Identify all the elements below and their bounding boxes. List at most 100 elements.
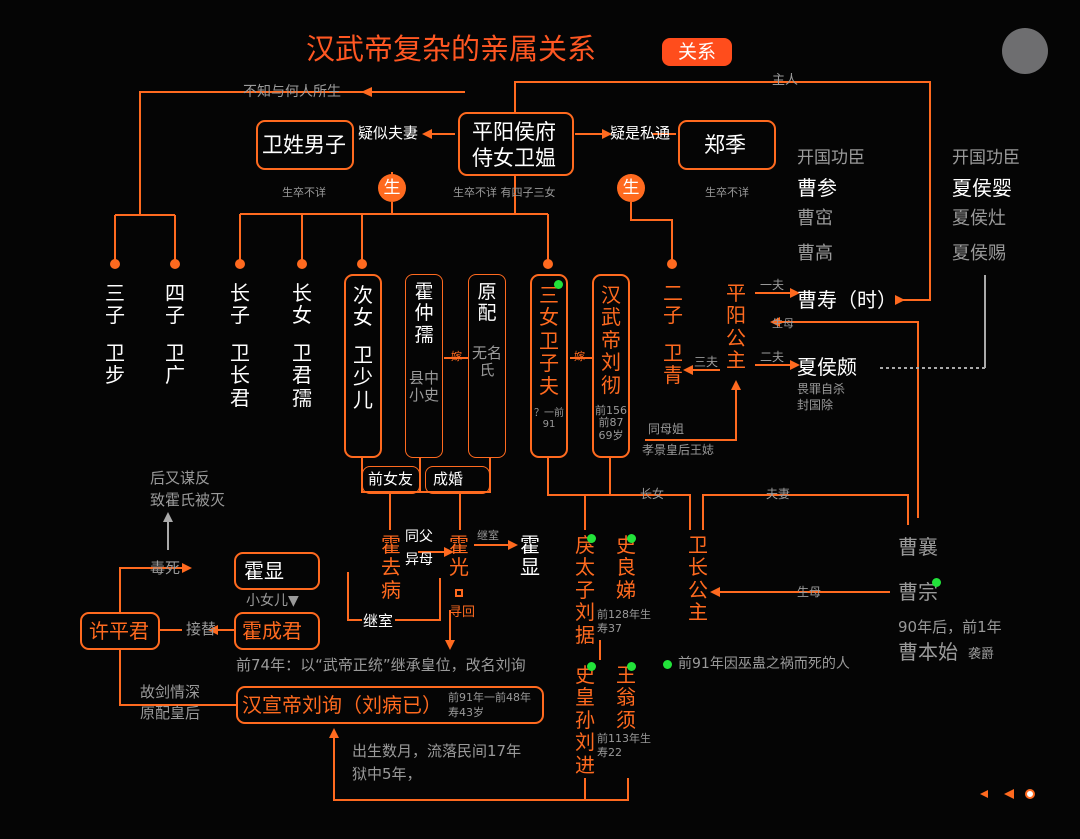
edge-master: 主人 (772, 73, 799, 88)
fourth-son-role: 四子 (165, 281, 185, 328)
founders-left-label: 开国功臣 (797, 148, 865, 168)
center-node-wei-ao[interactable] (458, 112, 574, 176)
huo-zhongru-note: 县中小史 (409, 369, 440, 404)
original-wife-note: 无名氏 (472, 344, 503, 379)
huo-guang-marker (455, 589, 463, 597)
legend-dot (587, 662, 596, 671)
born-badge-right: 生 (617, 174, 645, 202)
node-zhengji[interactable] (678, 120, 776, 170)
node-emperor-wu[interactable] (592, 274, 630, 458)
second-son-role: 二子 (663, 281, 683, 328)
third-daughter-role: 三女 (539, 283, 559, 330)
crown-prince-dates: 前128年生 寿37 (597, 608, 651, 636)
child-dot (110, 259, 120, 269)
relation-tag[interactable]: 关系 (662, 38, 732, 66)
edge-couple: 夫妻 (766, 487, 791, 501)
eldest-daughter-name: 卫君孺 (292, 341, 312, 410)
node-huo-zhongru[interactable] (405, 274, 443, 458)
edge-affair: 疑是私通 (610, 124, 671, 142)
edge-ex-girlfriend: 前女友 (368, 470, 414, 488)
xuandi-dates2: 寿43岁 (448, 706, 484, 719)
node-wei-zifu[interactable] (530, 274, 568, 458)
legend-dot (932, 578, 941, 587)
huo-zhongru-name: 霍仲孺 (414, 281, 434, 346)
founder-cao-zhu: 曹窋 (797, 208, 833, 229)
node-huo-chengjun[interactable] (234, 612, 320, 650)
child-dot (543, 259, 553, 269)
shi-liangdi: 史良娣 (616, 533, 636, 602)
legend-dot (587, 534, 596, 543)
edge-same-father: 同父 (405, 529, 433, 545)
edge-search: 寻回 (448, 605, 475, 620)
huo-xian: 霍显 (244, 559, 284, 583)
back-arrow-icon[interactable] (1004, 789, 1014, 799)
original-wife-name: 原配 (477, 281, 497, 325)
edge-married-2: 嫁 (574, 350, 585, 363)
cao-xiang: 曹襄 (898, 535, 938, 559)
legend-text: 前91年因巫蛊之祸而死的人 (678, 656, 850, 672)
eldest-daughter-role: 长女 (292, 281, 312, 328)
bottom-note-line2: 狱中5年， (352, 765, 422, 783)
record-dot-icon[interactable] (1025, 789, 1035, 799)
node-emperor-xuan[interactable] (236, 686, 544, 724)
menu-circle-button[interactable] (1002, 28, 1048, 74)
edge-first-husband: 一夫 (760, 278, 785, 292)
edge-youngest-daughter: 小女儿▼ (246, 593, 299, 609)
child-dot (235, 259, 245, 269)
ex-girlfriend-box (362, 466, 420, 494)
prev-arrow-icon[interactable] (980, 790, 988, 798)
child-dot (357, 259, 367, 269)
cao-benshi: 曹本始 (898, 640, 958, 664)
legend-dot (663, 660, 672, 669)
founder-xiahou-ci: 夏侯赐 (952, 243, 1006, 264)
marriage-box (425, 466, 490, 494)
founders-right-label: 开国功臣 (952, 148, 1020, 168)
xu-pingjun: 许平君 (89, 619, 149, 643)
emperor-wu-name: 汉武帝刘彻 (601, 283, 621, 397)
born-badge-left: 生 (378, 174, 406, 202)
child-dot (170, 259, 180, 269)
eldest-son-name: 卫长君 (230, 341, 250, 410)
legend-dot (554, 280, 563, 289)
node-wei-shaoer[interactable] (344, 274, 382, 458)
xuandi-note: 前74年：以“武帝正统”继承皇位，改名刘询 (236, 656, 526, 674)
node-xu-pingjun[interactable] (80, 612, 160, 650)
edge-eldest-daughter: 长女 (640, 487, 665, 501)
edge-third-husband: 三夫 (694, 355, 719, 369)
third-daughter-dates: ？一前91 (534, 408, 564, 431)
founder-cao-gao: 曹高 (797, 243, 833, 264)
edge-old-sword: 故剑情深 (140, 683, 201, 701)
center-line2: 侍女卫媪 (472, 146, 556, 170)
edge-poisoned: 毒死 (150, 559, 181, 577)
edge-birth-mother-2: 生母 (797, 585, 822, 599)
zhengji-note: 生卒不详 (705, 186, 749, 199)
grandson-name: 史皇孙刘进 (575, 663, 595, 777)
node-huo-xian[interactable] (234, 552, 320, 590)
huo-guang: 霍光 (449, 533, 469, 580)
princess-wei: 卫长公主 (688, 533, 708, 625)
diagram-title: 汉武帝复杂的亲属关系 (306, 32, 597, 66)
third-daughter-name: 卫子夫 (539, 329, 559, 398)
grandson-dates: 前113年生 寿22 (597, 732, 651, 760)
node-wei-man[interactable] (256, 120, 354, 170)
pingyang-name: 平阳公主 (726, 281, 746, 373)
emperor-wu-dates: 前156 前87 69岁 (595, 404, 627, 442)
crown-prince-name: 戾太子刘据 (575, 533, 595, 647)
center-note: 生卒不详 有四子三女 (453, 186, 556, 199)
edge-replaced: 接替 (186, 620, 217, 638)
eldest-son-role: 长子 (230, 281, 250, 328)
founder-cao-can: 曹参 (797, 176, 837, 200)
legend-dot (627, 662, 636, 671)
second-son-name: 卫青 (663, 341, 683, 388)
edge-marriage: 成婚 (433, 470, 464, 488)
second-daughter-role: 次女 (353, 283, 373, 330)
cao-shou: 曹寿（时） (797, 288, 897, 312)
node-original-wife[interactable] (468, 274, 506, 458)
edge-married-1: 嫁 (451, 350, 462, 363)
xiahou-po-note2: 封国除 (797, 398, 834, 412)
huo-xian-right: 霍显 (520, 533, 540, 580)
cao-benshi-note: 90年后，前1年 (898, 618, 1002, 636)
edge-same-mother-sister: 同母姐 (648, 422, 685, 436)
founder-xiahou-ying: 夏侯婴 (952, 176, 1012, 200)
